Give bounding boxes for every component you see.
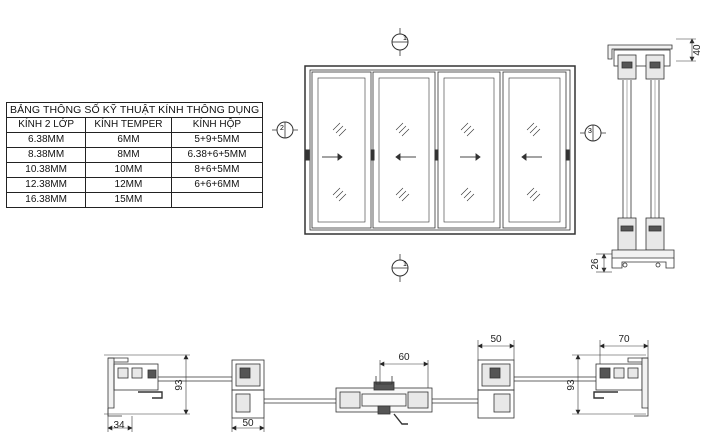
- dimension-plan-right-height: 93: [566, 354, 646, 415]
- dimension-label: 93: [174, 379, 185, 391]
- dimension-label: 34: [113, 420, 125, 431]
- dimension-plan-left-height: 93: [104, 354, 190, 415]
- table-cell: [170, 192, 264, 208]
- section-marker-top: 1: [391, 28, 409, 56]
- dimension-label: 70: [618, 334, 630, 345]
- marker-label: 1: [403, 35, 407, 42]
- dimension-plan-left-width: 34: [107, 408, 133, 432]
- dimension-plan-right-width: 70: [599, 334, 649, 364]
- dimension-plan-center-width: 60: [379, 352, 429, 388]
- dimension-plan-left-inner-width: 50: [231, 418, 265, 432]
- marker-label: 3: [588, 128, 592, 135]
- glass-spec-table: BẢNG THÔNG SỐ KỸ THUẬT KÍNH THÔNG DỤNG K…: [5, 102, 264, 208]
- table-row: 16.38MM 15MM: [5, 192, 264, 208]
- section-marker-left: 2: [272, 121, 298, 139]
- plan-section: [107, 357, 649, 425]
- table-cell: 16.38MM: [5, 192, 87, 208]
- dimension-side-top: 40: [676, 38, 703, 62]
- table-row: 12.38MM 12MM 6+6+6MM: [5, 177, 264, 193]
- dimension-label: 40: [692, 44, 703, 56]
- dimension-label: 50: [242, 418, 254, 429]
- table-row: 6.38MM 6MM 5+9+5MM: [5, 132, 264, 148]
- marker-label: 1: [403, 261, 407, 268]
- side-section: [607, 44, 675, 269]
- dimension-plan-right-inner-width: 50: [477, 334, 515, 360]
- dimension-label: 50: [490, 334, 502, 345]
- dimension-label: 26: [590, 258, 601, 270]
- table-cell: 15MM: [85, 192, 172, 208]
- section-marker-right: 3: [580, 124, 606, 142]
- dimension-side-bottom: 26: [590, 253, 612, 273]
- dimension-label: 93: [566, 379, 577, 391]
- door-elevation: [304, 65, 576, 235]
- marker-label: 2: [280, 125, 284, 132]
- section-marker-bottom: 1: [391, 254, 409, 282]
- dimension-label: 60: [398, 352, 410, 363]
